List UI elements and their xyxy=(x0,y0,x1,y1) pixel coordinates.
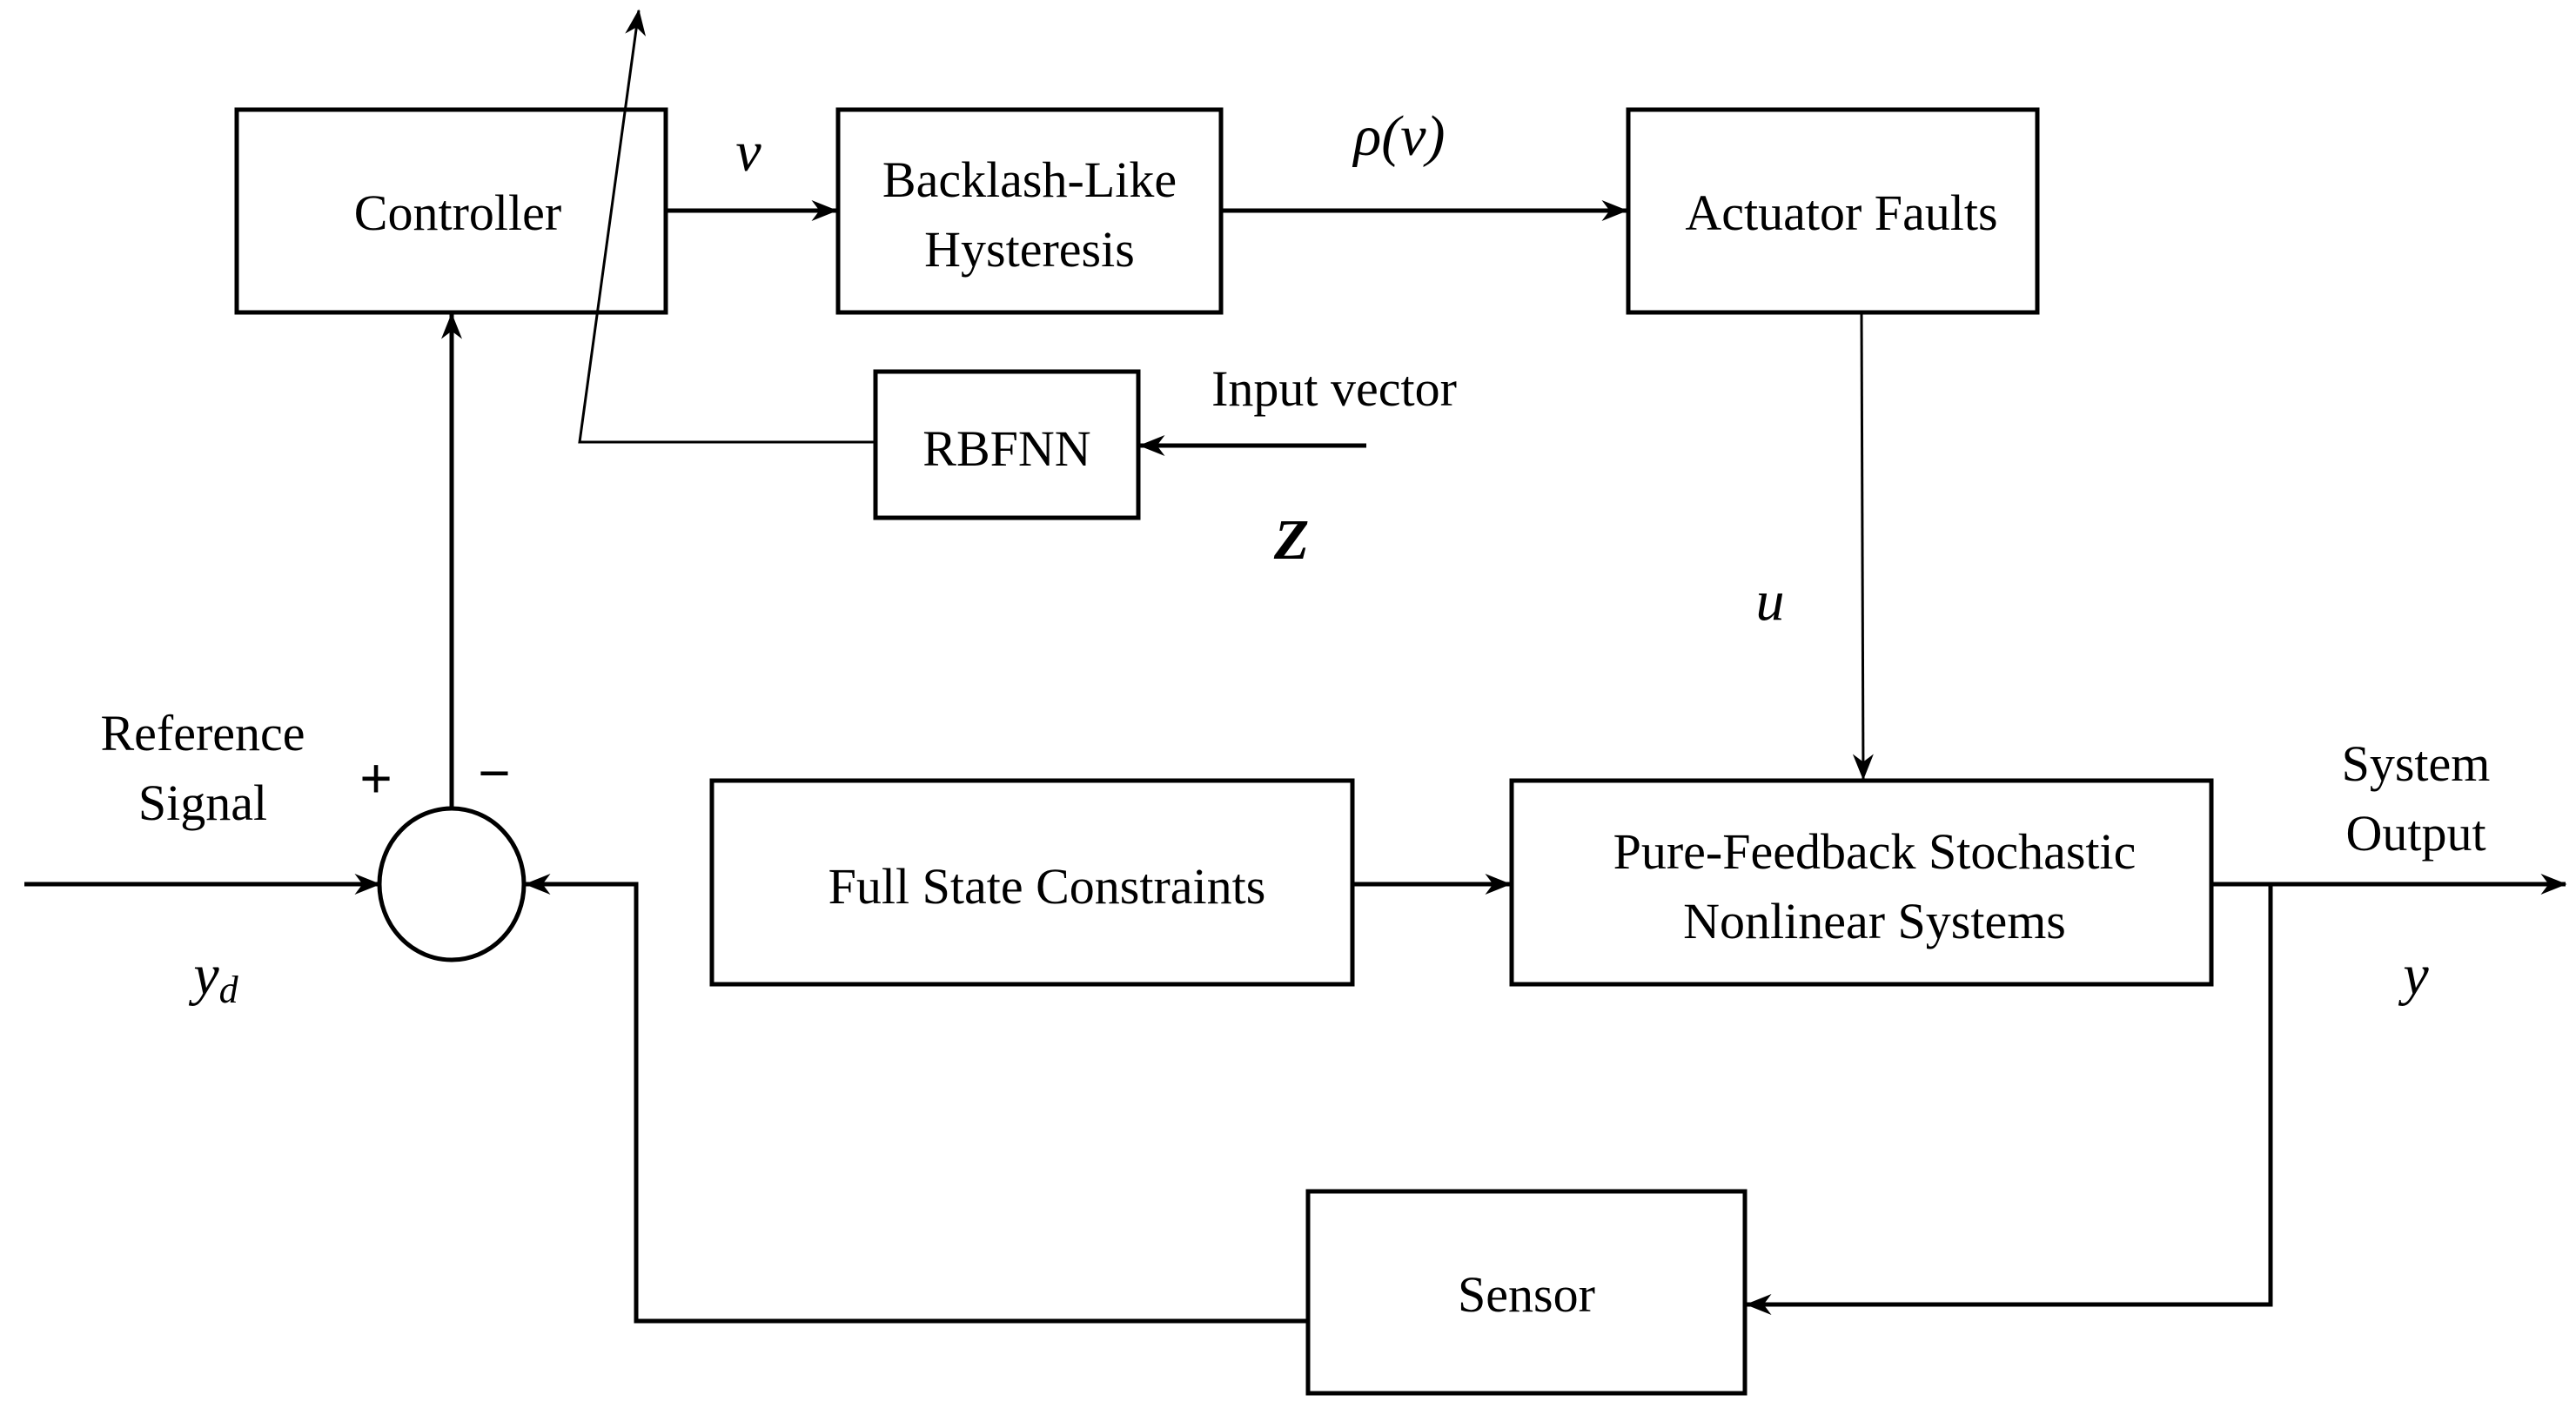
hysteresis-block: Backlash-Like Hysteresis xyxy=(835,107,1224,315)
reference-signal-line1: Reference xyxy=(100,705,305,761)
minus-sign: − xyxy=(478,741,510,804)
controller-block: Controller xyxy=(234,107,668,315)
system-output-line1: System xyxy=(2342,735,2491,792)
signal-yd-subscript: d xyxy=(219,969,239,1011)
rbfnn-block: RBFNN xyxy=(873,369,1141,520)
full-state-constraints-block: Full State Constraints xyxy=(709,778,1355,987)
sensor-block: Sensor xyxy=(1305,1189,1748,1396)
summing-junction xyxy=(377,806,527,962)
signal-v: v xyxy=(735,120,761,184)
controller-label: Controller xyxy=(354,184,561,241)
signal-yd: yd xyxy=(188,943,238,1011)
reference-signal-line2: Signal xyxy=(138,775,267,831)
sensor-label: Sensor xyxy=(1458,1266,1595,1323)
input-vector-label: Input vector xyxy=(1211,360,1457,417)
output-to-sensor-arrow xyxy=(1745,884,2273,1315)
rbfnn-tuning-arrow xyxy=(578,9,875,444)
signal-yd-main: y xyxy=(188,943,219,1007)
sensor-feedback-arrow xyxy=(524,874,1308,1324)
signal-u: u xyxy=(1756,569,1785,633)
full-state-constraints-label: Full State Constraints xyxy=(828,858,1266,915)
hysteresis-label-line1: Backlash-Like xyxy=(882,151,1177,208)
rbfnn-label: RBFNN xyxy=(922,420,1090,477)
plant-label-line1: Pure-Feedback Stochastic xyxy=(1613,823,2137,880)
u-arrow xyxy=(1852,312,1874,781)
actuator-faults-block: Actuator Faults xyxy=(1626,107,2040,315)
signal-rho-v: ρ(v) xyxy=(1352,104,1446,168)
plus-sign: + xyxy=(359,747,392,809)
plant-block: Pure-Feedback Stochastic Nonlinear Syste… xyxy=(1509,778,2214,987)
signal-y: y xyxy=(2398,943,2429,1007)
actuator-faults-label: Actuator Faults xyxy=(1685,184,1997,241)
plant-label-line2: Nonlinear Systems xyxy=(1683,893,2066,949)
system-output-line2: Output xyxy=(2345,805,2485,862)
hysteresis-label-line2: Hysteresis xyxy=(924,221,1135,278)
signal-z: Z xyxy=(1273,508,1309,572)
